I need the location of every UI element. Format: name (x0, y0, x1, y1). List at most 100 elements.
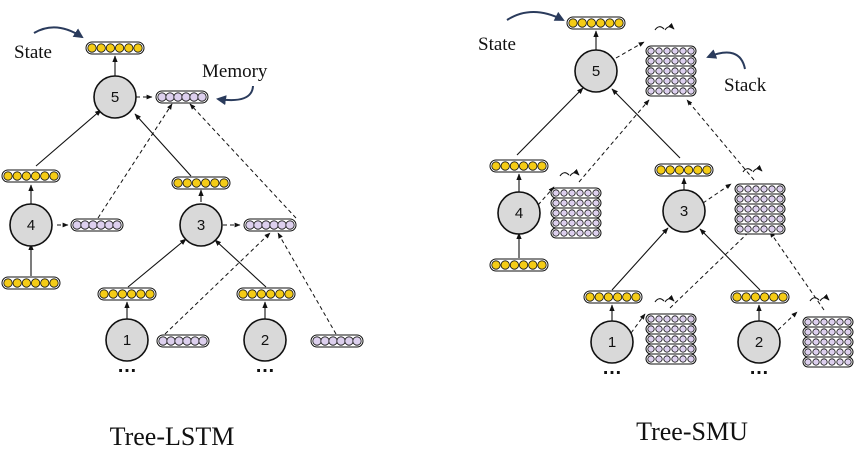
stack2-push-pop-arrows (809, 298, 829, 301)
memory-cell (828, 358, 836, 366)
memory-cell (312, 336, 322, 346)
memory-cell (560, 199, 568, 207)
stack-row (802, 336, 854, 348)
tree-smu-panel: 5 4 3 1 2 … … State Stack Tree-SMU (478, 11, 854, 446)
memory-cell (663, 77, 671, 85)
memory-cell (760, 185, 768, 193)
state-cell (778, 292, 788, 302)
state-cell (693, 165, 703, 175)
memory-cell (760, 215, 768, 223)
memory-cell (776, 205, 784, 213)
state-cell (114, 43, 125, 53)
stack-row (734, 183, 786, 195)
state-cell (105, 43, 116, 53)
memory-cell (804, 348, 812, 356)
memory-cell (104, 220, 114, 230)
memory-cell (584, 229, 592, 237)
ellipsis-1-smu: … (602, 357, 622, 379)
stack-1 (645, 313, 697, 365)
state-label-smu: State (478, 34, 516, 55)
memory-cell (828, 318, 836, 326)
state-cell (603, 292, 614, 302)
node-2-smu: 2 (737, 320, 781, 364)
state-cell (133, 43, 143, 53)
memory-cell (584, 189, 592, 197)
node-5-label: 5 (111, 89, 119, 106)
memory-cell (173, 92, 183, 102)
memory-cell (760, 195, 768, 203)
memory-cell (844, 358, 852, 366)
state-cell (568, 18, 578, 28)
node-4: 4 (9, 203, 53, 247)
dash-memory2-to-memory3 (277, 232, 337, 335)
memory-cell (245, 220, 255, 230)
node-2-smu-label: 2 (755, 334, 763, 351)
memory-cell (174, 336, 184, 346)
state-cell (656, 165, 666, 175)
memory-cell (752, 225, 760, 233)
state-vector-3 (171, 176, 231, 190)
memory-cell (253, 220, 263, 230)
memory-cell (560, 229, 568, 237)
memory-cell (744, 215, 752, 223)
stack-row (550, 197, 602, 209)
memory-cell (552, 209, 560, 217)
dash-2-to-stack2 (777, 311, 798, 331)
memory-cell (812, 338, 820, 346)
stack-5 (645, 45, 697, 97)
state-cell (21, 171, 32, 181)
memory-cell (560, 209, 568, 217)
memory-cell (328, 336, 338, 346)
memory-cell (687, 345, 695, 353)
state-cell (665, 165, 675, 175)
dash-3-to-stack3 (702, 183, 732, 204)
memory-cell (679, 67, 687, 75)
node-1-smu-label: 1 (608, 334, 616, 351)
memory-vector-3 (243, 218, 297, 232)
memory-cell (687, 335, 695, 343)
stack-row (734, 203, 786, 215)
state-cell (3, 171, 13, 181)
state-cell (21, 278, 32, 288)
memory-cell (647, 77, 655, 85)
caption-tree-smu: Tree-SMU (636, 417, 748, 446)
stack-row (550, 187, 602, 199)
memory-cell (671, 315, 679, 323)
memory-cell (655, 57, 663, 65)
state-cell (631, 292, 641, 302)
edge-state1-to-3-smu (611, 227, 669, 291)
memory-cell (679, 87, 687, 95)
memory-vector-4 (70, 218, 124, 232)
memory-cell (687, 325, 695, 333)
memory-cell (752, 215, 760, 223)
memory-cell (663, 47, 671, 55)
memory-cell (671, 325, 679, 333)
memory-cell (655, 325, 663, 333)
stack-row (734, 193, 786, 205)
memory-cell (768, 195, 776, 203)
state-vector-1-smu (583, 290, 643, 304)
memory-cell (568, 219, 576, 227)
memory-cell (568, 209, 576, 217)
stack-row (645, 323, 697, 335)
memory-cell (647, 67, 655, 75)
memory-cell (671, 345, 679, 353)
edge-state4-to-5-smu (516, 87, 584, 156)
state-cell (741, 292, 751, 302)
memory-cell (679, 335, 687, 343)
edge-state4-to-5 (35, 109, 102, 167)
memory-cell (189, 92, 199, 102)
memory-cell (744, 185, 752, 193)
state-cell (509, 161, 520, 171)
stack-row (645, 65, 697, 77)
memory-cell (687, 47, 695, 55)
memory-cell (96, 220, 106, 230)
memory-cell (269, 220, 279, 230)
input-vector-4-smu (489, 258, 549, 272)
state-cell (528, 161, 538, 171)
dash-stack3-to-stack5 (686, 99, 755, 181)
ellipsis-2-smu: … (749, 357, 769, 379)
memory-cell (828, 328, 836, 336)
memory-cell (687, 77, 695, 85)
